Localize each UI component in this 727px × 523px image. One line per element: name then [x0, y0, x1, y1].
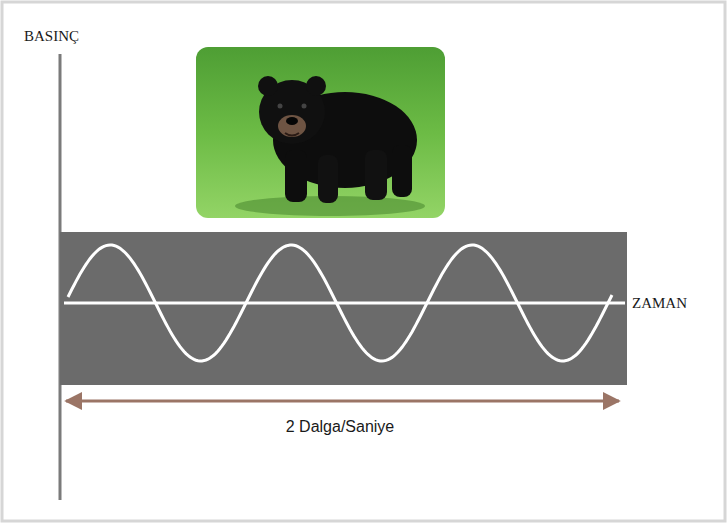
bear-photo [196, 47, 445, 218]
axis-label-holder: ZAMAN [632, 294, 687, 312]
time-axis [64, 302, 625, 305]
frequency-label-holder: 2 Dalga/Saniye [220, 418, 460, 436]
wave-band [60, 232, 627, 385]
axis-label-holder: BASINÇ [24, 27, 79, 45]
axis-label: ZAMAN [632, 295, 687, 311]
axis-label: BASINÇ [24, 28, 79, 44]
sine-wave [68, 245, 612, 361]
period-arrow [66, 400, 619, 403]
frequency-label: 2 Dalga/Saniye [286, 418, 395, 435]
